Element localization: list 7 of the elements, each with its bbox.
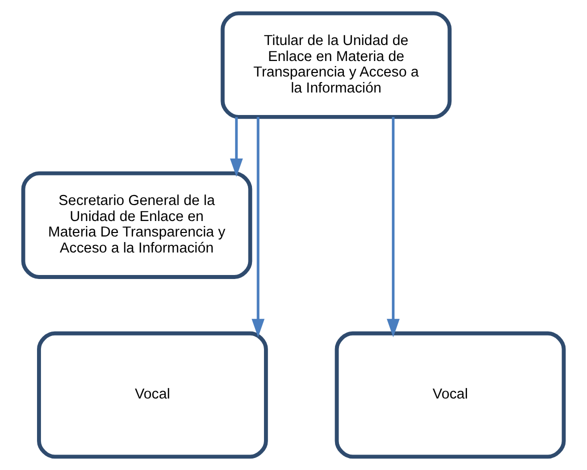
node-box: Vocal	[334, 331, 566, 459]
node-box: Titular de la Unidad de Enlace en Materia de Transparencia y Acceso a la Información	[220, 11, 452, 119]
arrow	[386, 117, 400, 338]
node-box: Secretario General de la Unidad de Enlace en Materia De Transparencia y Acceso a la Información	[21, 171, 252, 279]
arrow	[230, 117, 243, 177]
node-box: Vocal	[37, 331, 268, 459]
arrow	[252, 117, 265, 338]
